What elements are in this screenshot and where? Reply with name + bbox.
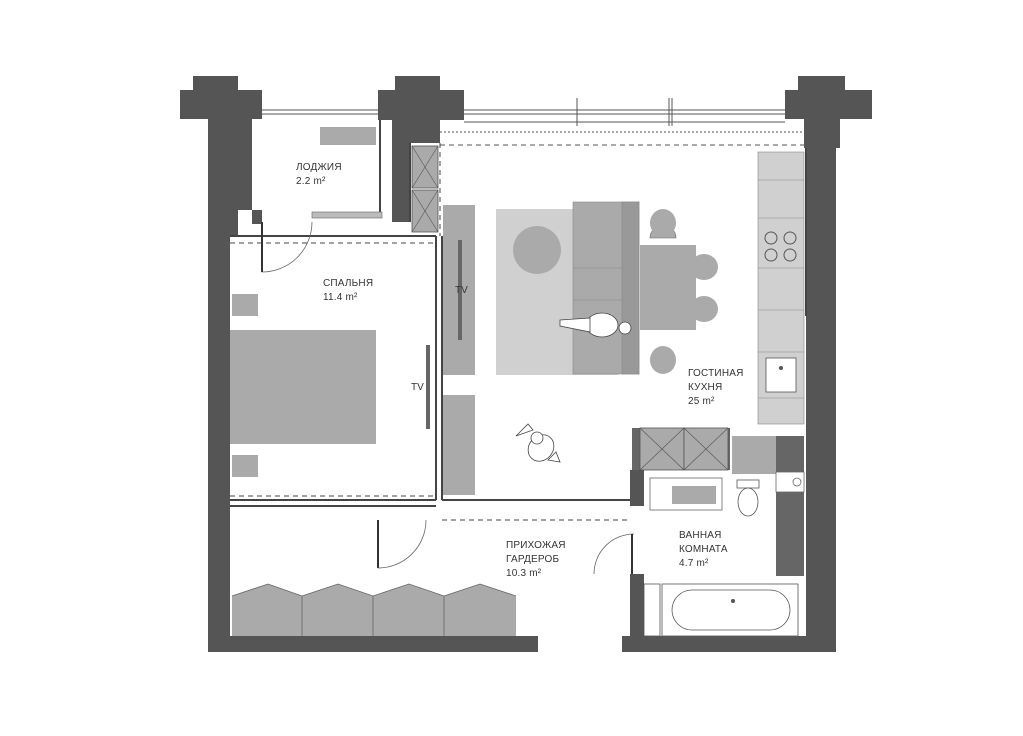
- wardrobe-row: [232, 596, 516, 636]
- loggia-door-swing: [261, 221, 313, 273]
- sofa-back: [621, 201, 640, 375]
- wall-middle-column: [378, 76, 464, 222]
- loggia: [261, 127, 383, 273]
- bathroom-name-line1: ВАННАЯ: [679, 530, 722, 541]
- living-name-line2: КУХНЯ: [688, 382, 722, 393]
- bed[interactable]: [230, 330, 376, 444]
- dining-table[interactable]: [640, 245, 696, 330]
- living-area: 25 m²: [688, 396, 715, 407]
- partitions: [230, 120, 807, 507]
- entrance-door[interactable]: [538, 636, 622, 652]
- wall-bath-right: [776, 436, 804, 576]
- hallway-name-line1: ПРИХОЖАЯ: [506, 540, 566, 551]
- living-cabinet-lower: [443, 395, 475, 495]
- living-tv-label: TV: [455, 285, 468, 296]
- labels: ЛОДЖИЯ 2.2 m² СПАЛЬНЯ 11.4 m² ГОСТИНАЯ К…: [296, 162, 744, 579]
- nightstand-bottom: [232, 455, 258, 477]
- bedroom: [230, 145, 475, 495]
- chair-right-1: [690, 254, 718, 280]
- wall-bottom-left: [208, 636, 538, 652]
- windows: [262, 98, 806, 146]
- bedroom-door-swing: [377, 519, 427, 569]
- living-name-line1: ГОСТИНАЯ: [688, 368, 744, 379]
- wall-right: [806, 316, 836, 652]
- wall-bath-left-top: [630, 470, 644, 506]
- hallway-name-line2: ГАРДЕРОБ: [506, 554, 559, 565]
- bathtub-icon: [661, 583, 799, 637]
- stove-icon: [764, 231, 797, 262]
- chair-top-seat: [650, 209, 676, 237]
- wall-bottom-right: [622, 636, 836, 652]
- bedroom-tv-label: TV: [411, 382, 424, 393]
- wall-left-column: [180, 76, 262, 318]
- hallway-area: 10.3 m²: [506, 568, 542, 579]
- sink-icon: [765, 357, 797, 393]
- chair-right-2: [690, 296, 718, 322]
- wall-loggia-stub: [252, 210, 262, 224]
- bath-towel-rail: [643, 583, 661, 637]
- loggia-shelf: [320, 127, 376, 145]
- bathroom-door-swing: [593, 533, 635, 575]
- bedroom-tv: [426, 345, 430, 429]
- toilet-icon: [736, 479, 760, 517]
- bathroom-name-line2: КОМНАТА: [679, 544, 728, 555]
- bedroom-name: СПАЛЬНЯ: [323, 278, 373, 289]
- person-walking-icon: [515, 423, 561, 463]
- bath-vanity-sink: [672, 486, 716, 504]
- chair-bottom: [650, 346, 676, 374]
- person-sitting-icon: [559, 312, 632, 338]
- bath-cabinet: [732, 436, 776, 474]
- loggia-name: ЛОДЖИЯ: [296, 162, 342, 173]
- dashed-lines: [230, 143, 630, 521]
- wall-bath-left-bottom: [630, 574, 644, 644]
- bedroom-area: 11.4 m²: [323, 292, 358, 303]
- wall-left: [208, 318, 230, 652]
- hallway: [231, 427, 729, 652]
- bathroom-area: 4.7 m²: [679, 558, 709, 569]
- nightstand-top: [232, 294, 258, 316]
- bathroom: [643, 436, 805, 637]
- living-tv: [458, 240, 462, 340]
- living-room: [496, 151, 805, 463]
- loggia-area: 2.2 m²: [296, 176, 326, 187]
- loggia-door-frame[interactable]: [311, 211, 383, 219]
- coffee-table: [513, 226, 561, 274]
